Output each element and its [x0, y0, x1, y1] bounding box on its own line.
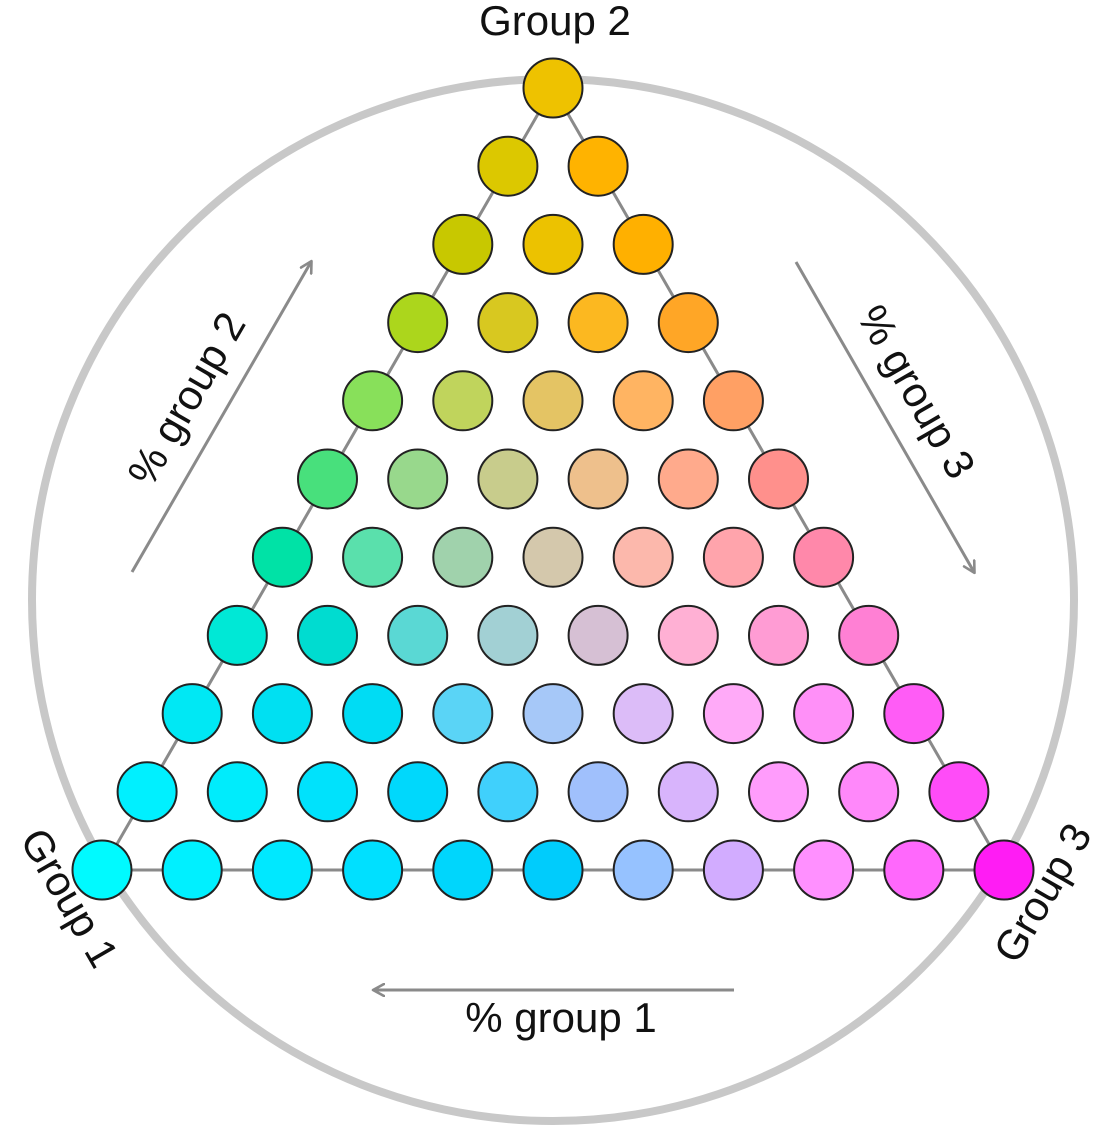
color-dot: [748, 604, 809, 666]
color-dot: [477, 761, 539, 823]
color-dot: [387, 761, 449, 823]
vertex-label-group-2: Group 2: [479, 0, 631, 44]
color-dot: [522, 526, 584, 588]
color-dot: [342, 526, 404, 588]
color-dot: [702, 839, 764, 901]
color-dot: [657, 761, 719, 823]
color-dot: [477, 604, 539, 666]
color-dot: [657, 292, 719, 354]
color-dot: [297, 761, 358, 823]
color-dot: [522, 370, 584, 432]
color-dot: [206, 604, 268, 666]
edge-label-group-1: % group 1: [465, 994, 656, 1041]
color-dot: [567, 135, 629, 197]
color-dot: [477, 135, 539, 197]
color-dot: [612, 213, 674, 275]
color-dot: [161, 683, 223, 745]
color-dot: [793, 526, 855, 588]
color-dot: [251, 839, 313, 901]
group-3-arrow: [794, 261, 974, 572]
color-dot: [567, 448, 629, 510]
color-dot: [838, 761, 900, 823]
color-dot: [973, 839, 1035, 901]
color-dot: [522, 683, 584, 745]
color-dot: [748, 448, 809, 510]
color-dot: [612, 370, 674, 432]
color-dot: [432, 526, 494, 588]
color-dot: [342, 839, 404, 901]
color-dot: [522, 213, 584, 275]
color-dot: [928, 761, 990, 823]
color-dot: [612, 839, 674, 901]
color-dot: [567, 292, 629, 354]
color-dot: [838, 604, 900, 666]
color-dot: [432, 683, 494, 745]
color-dot: [116, 761, 178, 823]
color-dot: [567, 604, 629, 666]
color-dot: [657, 604, 719, 666]
color-dot: [387, 604, 449, 666]
color-dot: [702, 683, 764, 745]
color-dot: [342, 683, 404, 745]
color-dot: [297, 604, 358, 666]
color-dot: [477, 292, 539, 354]
color-dot: [702, 526, 764, 588]
color-dot: [251, 683, 313, 745]
color-dot: [748, 761, 809, 823]
color-dot: [657, 448, 719, 510]
color-dot: [342, 370, 404, 432]
color-dot: [161, 839, 223, 901]
group-2-arrow: [130, 262, 311, 573]
color-dot: [883, 839, 945, 901]
color-dot: [793, 839, 855, 901]
triangle-edges: [100, 87, 1006, 872]
color-dot: [702, 370, 764, 432]
color-dot: [522, 57, 584, 119]
color-dot: [432, 213, 494, 275]
color-dot: [206, 761, 268, 823]
color-dot: [567, 761, 629, 823]
color-dot: [387, 292, 449, 354]
color-dot: [251, 526, 313, 588]
color-dot: [522, 839, 584, 901]
color-dot: [883, 683, 945, 745]
color-dot: [612, 683, 674, 745]
color-dot: [477, 448, 539, 510]
color-dot: [612, 526, 674, 588]
color-dot: [387, 448, 449, 510]
edge-label-group-2: % group 2: [118, 304, 254, 493]
color-dot: [793, 683, 855, 745]
color-dot-grid: [71, 57, 1035, 901]
color-dot: [432, 839, 494, 901]
color-dot: [71, 839, 133, 901]
color-dot: [297, 448, 358, 510]
color-dot: [432, 370, 494, 432]
